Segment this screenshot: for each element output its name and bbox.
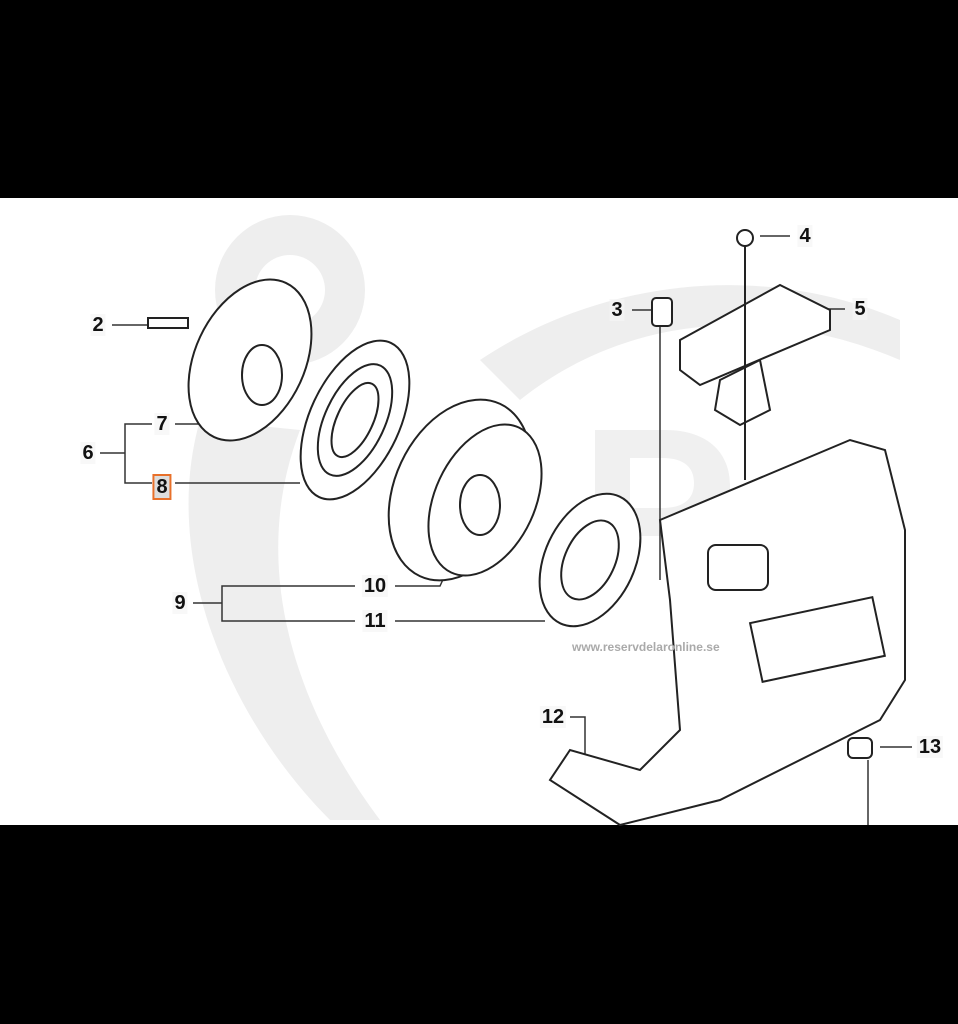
callout-2[interactable]: 2 bbox=[90, 314, 106, 336]
callout-10[interactable]: 10 bbox=[361, 575, 389, 597]
callout-4[interactable]: 4 bbox=[797, 225, 813, 247]
callout-13[interactable]: 13 bbox=[916, 736, 944, 758]
screw-part bbox=[147, 317, 189, 329]
callout-9[interactable]: 9 bbox=[172, 592, 188, 614]
callout-12[interactable]: 12 bbox=[539, 706, 567, 728]
callout-6[interactable]: 6 bbox=[80, 442, 96, 464]
callout-11[interactable]: 11 bbox=[362, 610, 388, 632]
callout-3[interactable]: 3 bbox=[609, 299, 625, 321]
housing-part bbox=[548, 438, 906, 827]
handle-part bbox=[679, 283, 831, 387]
cap-part bbox=[847, 737, 873, 759]
watermark-text: www.reservdelaronline.se bbox=[572, 640, 720, 654]
callout-7[interactable]: 7 bbox=[154, 413, 170, 435]
bushing-part bbox=[651, 297, 673, 327]
callout-8-highlighted[interactable]: 8 bbox=[152, 474, 172, 500]
callout-5[interactable]: 5 bbox=[852, 298, 868, 320]
parts bbox=[147, 229, 906, 827]
